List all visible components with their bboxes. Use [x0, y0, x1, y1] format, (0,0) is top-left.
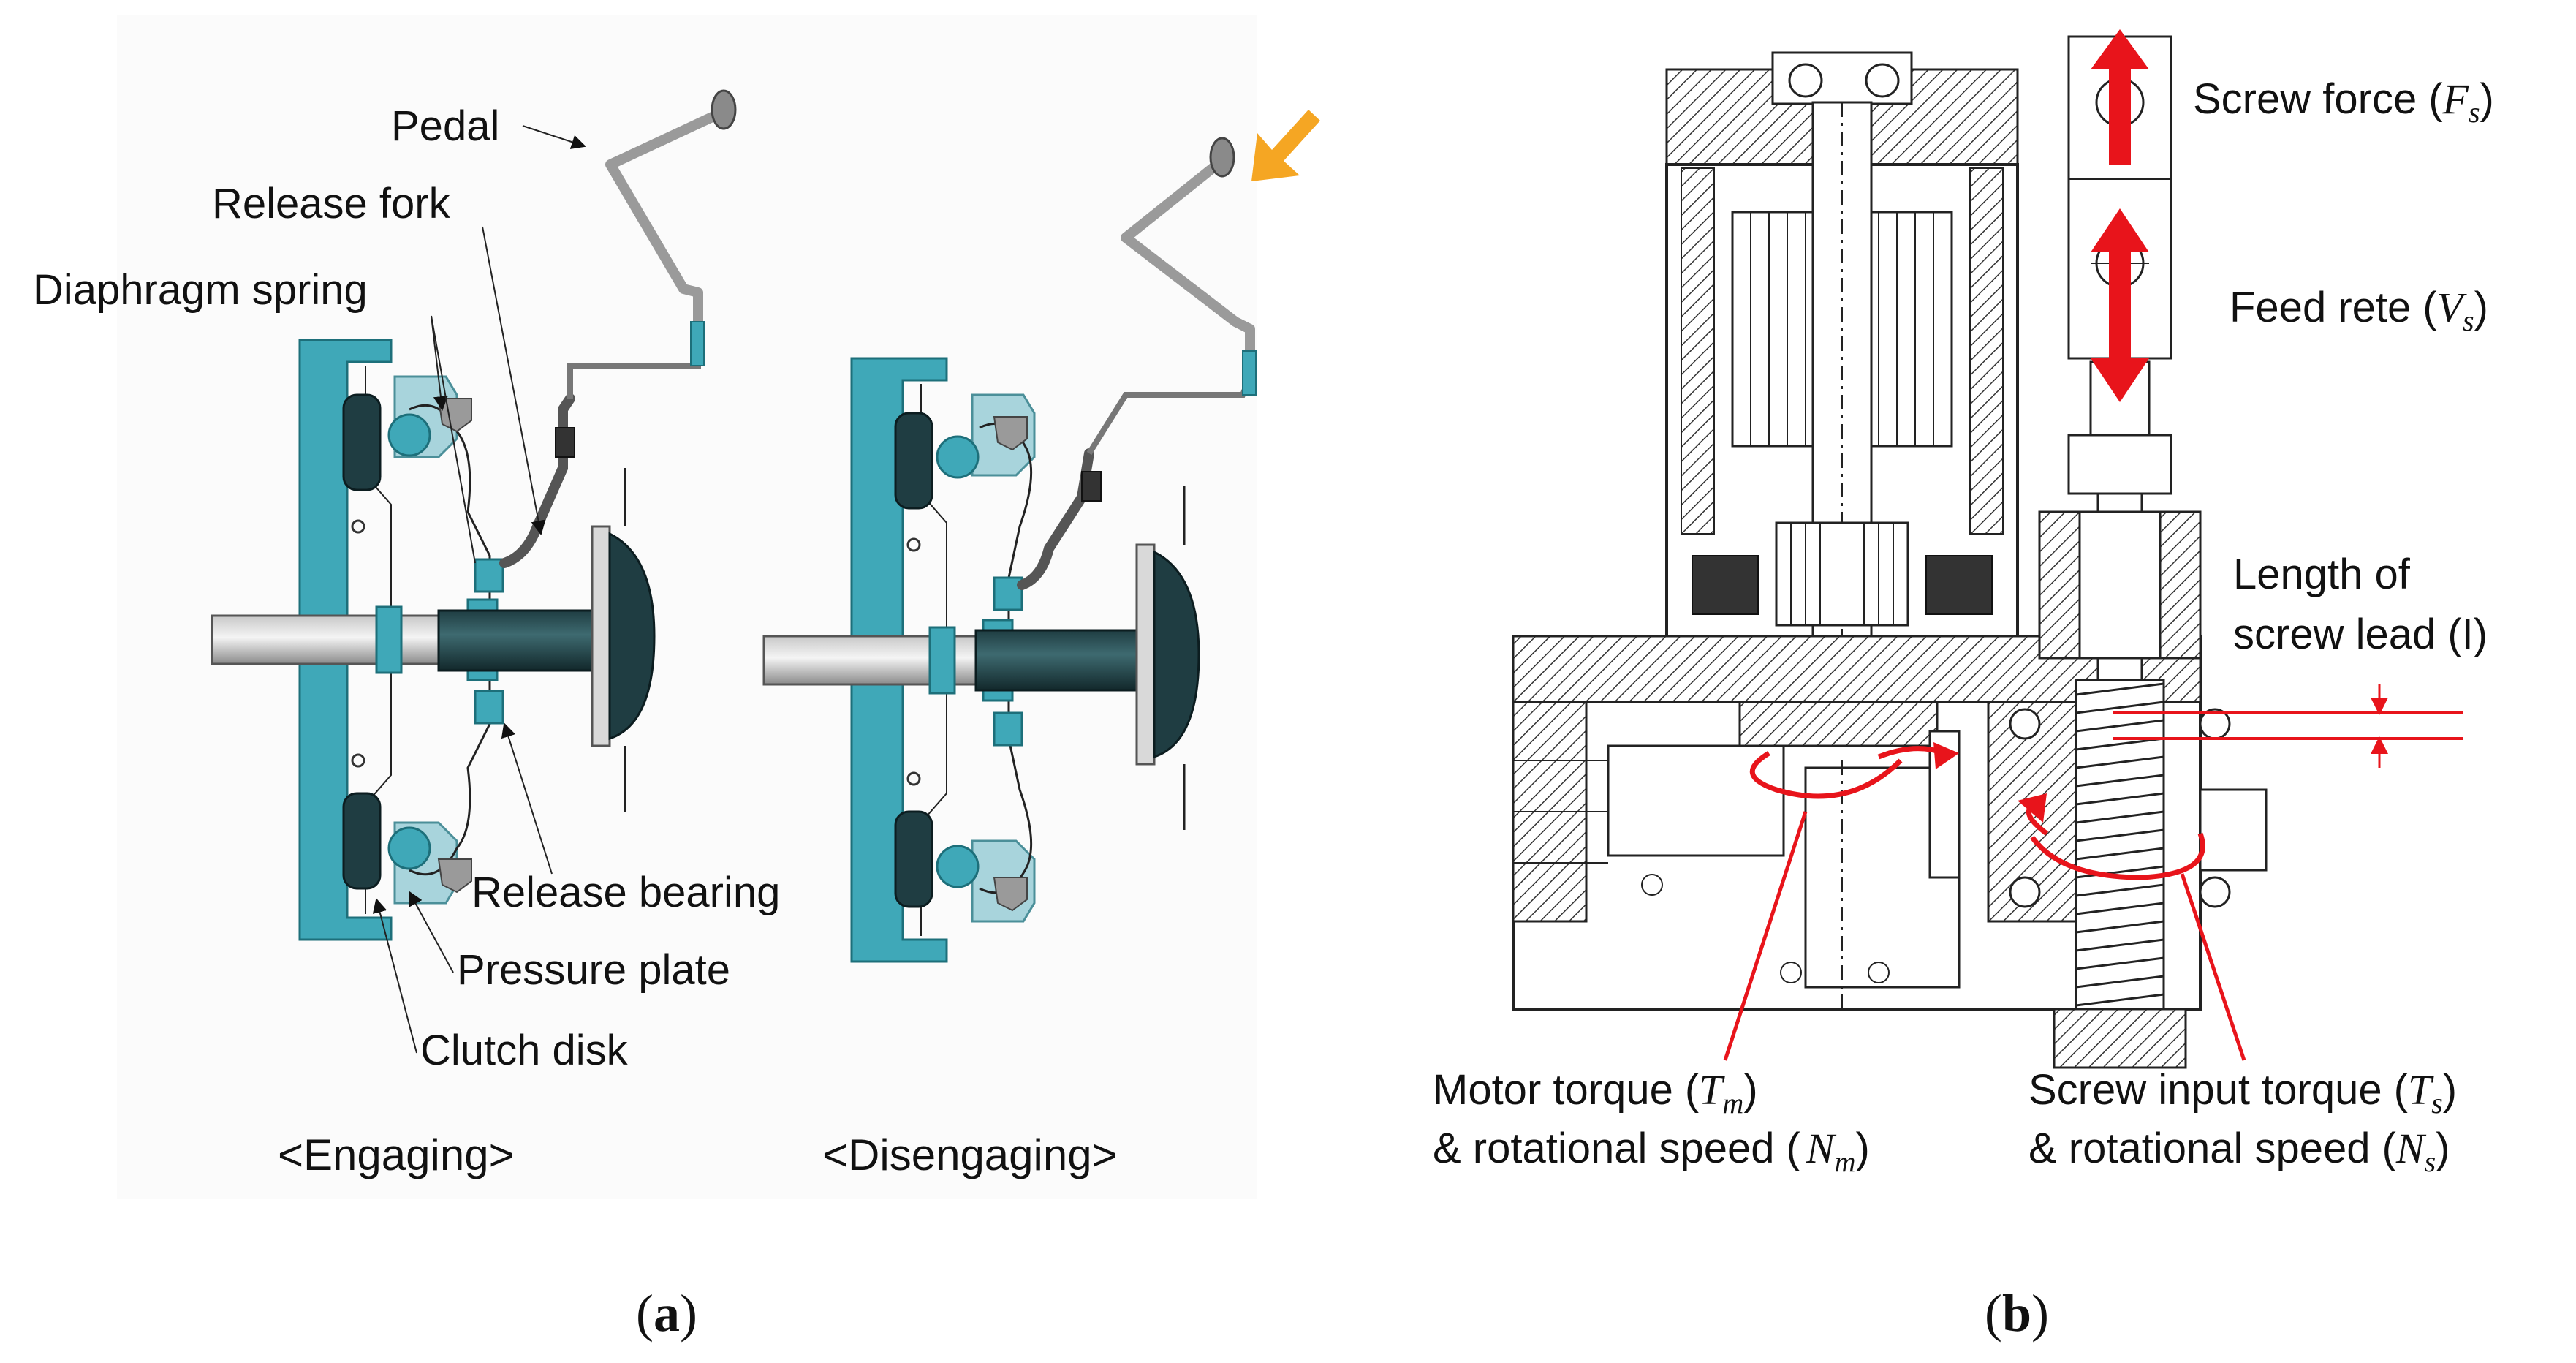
release-fork [499, 393, 575, 568]
panel-b-arrows [1723, 29, 2463, 1061]
panel-b: Screw force(Fs) Feed rete(Vs) Length of … [1433, 29, 2494, 1343]
label-pressure-plate: Pressure plate [457, 946, 730, 994]
clutch-disengaging [762, 110, 1320, 963]
pedal [605, 108, 725, 349]
pedal-pressed [1121, 159, 1255, 382]
clutch-disk-upper [342, 393, 382, 491]
feed-rate-arrow [2091, 208, 2149, 402]
panel-a: Pedal Release fork Diaphragm spring Rele… [33, 15, 1320, 1343]
label-feed-rate: Feed rete(Vs) [2230, 284, 2488, 337]
panel-label-b: (b) [1985, 1284, 2049, 1343]
label-pedal: Pedal [391, 102, 499, 150]
label-lead-line1: Length of [2233, 551, 2411, 598]
motor-torque-pointer [1723, 811, 1808, 1061]
clutch-disk-lower [342, 792, 382, 890]
label-lead-line2: screw lead (I) [2233, 611, 2488, 658]
label-clutch-disk: Clutch disk [420, 1027, 629, 1074]
label-release-bearing: Release bearing [471, 869, 780, 916]
label-screw-torque: Screw input torque(Ts) [2028, 1066, 2457, 1120]
label-diaphragm-spring: Diaphragm spring [33, 266, 368, 314]
release-bearing-lower [474, 690, 504, 725]
caption-engaging: <Engaging> [278, 1130, 515, 1179]
panel-label-a: (a) [636, 1284, 697, 1343]
label-motor-torque: Motor torque(Tm) [1433, 1066, 1758, 1120]
screw-torque-pointer [2180, 873, 2246, 1061]
label-motor-speed: & rotational speed(Nm) [1433, 1125, 1870, 1178]
clutch-engaging [211, 89, 737, 941]
screw-force-arrow [2091, 29, 2149, 165]
output-shaft [437, 609, 608, 672]
caption-disengaging: <Disengaging> [822, 1130, 1118, 1179]
label-release-fork: Release fork [212, 180, 451, 227]
panel-a-labels: Pedal Release fork Diaphragm spring Rele… [33, 102, 1118, 1179]
label-screw-speed: & rotational speed(Ns) [2028, 1125, 2450, 1178]
pedal-push-arrow [1251, 110, 1320, 181]
label-screw-force: Screw force(Fs) [2193, 75, 2494, 129]
panel-b-labels: Screw force(Fs) Feed rete(Vs) Length of … [1433, 75, 2494, 1178]
transmission-flange [608, 532, 656, 741]
release-bearing-upper [474, 558, 504, 593]
